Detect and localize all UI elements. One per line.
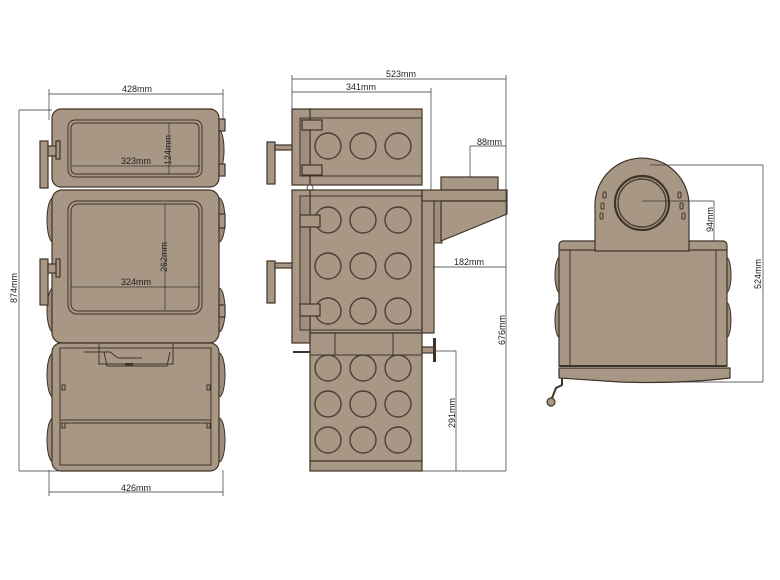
dim-rear-flue-offset: 94mm — [705, 207, 715, 232]
rear-dimension-524: 524mm — [650, 164, 764, 383]
dim-front-width-top: 428mm — [122, 84, 152, 94]
side-ash-knob-icon — [421, 338, 436, 362]
rear-flue-pipe-icon — [613, 174, 671, 232]
rear-vent-slots — [599, 191, 686, 220]
front-dimension-324: 324mm — [71, 277, 200, 288]
ash-drawer-control-icon — [84, 344, 174, 367]
side-dimension-182: 182mm — [433, 257, 506, 268]
side-view: 523mm 341mm 88mm 182mm 676mm 291mm — [266, 69, 508, 472]
front-lower-panel — [51, 342, 220, 472]
front-dimension-323: 323mm — [72, 156, 200, 167]
side-dimension-676: 676mm — [422, 315, 507, 472]
side-main-handle-icon — [266, 260, 293, 304]
dim-flue-offset: 182mm — [454, 257, 484, 267]
rear-crank-handle-icon — [546, 378, 563, 407]
front-dimension-124: 124mm — [163, 123, 173, 174]
front-main-door — [67, 200, 203, 315]
front-dimension-426: 426mm — [48, 470, 224, 496]
dim-base-height: 291mm — [447, 398, 457, 428]
dim-front-width-bottom: 426mm — [121, 483, 151, 493]
front-upper-door — [67, 119, 203, 178]
dim-side-body-depth: 341mm — [346, 82, 376, 92]
rear-view: 94mm 524mm — [546, 157, 764, 407]
side-dimension-523: 523mm — [291, 69, 507, 471]
rear-dimension-94: 94mm — [642, 200, 715, 241]
dim-side-depth: 523mm — [386, 69, 416, 79]
side-upper-handle-icon — [266, 141, 293, 185]
side-flue-outlet — [421, 176, 508, 242]
dim-main-door-width: 324mm — [121, 277, 151, 287]
dim-rear-height: 524mm — [753, 259, 763, 289]
dim-main-door-height: 262mm — [159, 242, 169, 272]
side-dimension-291: 291mm — [436, 350, 457, 471]
side-lower-circles — [314, 354, 412, 454]
front-view: 428mm 426mm 874mm 323mm 124mm 324mm — [9, 84, 226, 496]
dim-flue-height: 676mm — [497, 315, 507, 345]
rear-body — [558, 249, 728, 367]
side-upper-circles — [314, 132, 412, 160]
rear-base — [558, 367, 731, 384]
side-dimension-88: 88mm — [469, 137, 506, 177]
main-door-handle-icon — [39, 258, 61, 306]
dim-upper-door-width: 323mm — [121, 156, 151, 166]
front-dimension-262: 262mm — [159, 204, 169, 311]
upper-door-handle-icon — [39, 140, 61, 189]
front-dimension-874: 874mm — [9, 109, 60, 472]
front-upper-panel — [51, 108, 220, 188]
dim-flue-width: 88mm — [477, 137, 502, 147]
dim-upper-door-height: 124mm — [163, 135, 173, 165]
dim-front-height: 874mm — [9, 273, 19, 303]
side-middle-circles — [314, 206, 412, 325]
front-dimension-428: 428mm — [48, 84, 224, 120]
front-main-panel — [51, 189, 220, 344]
side-dimension-341: 341mm — [292, 82, 432, 190]
